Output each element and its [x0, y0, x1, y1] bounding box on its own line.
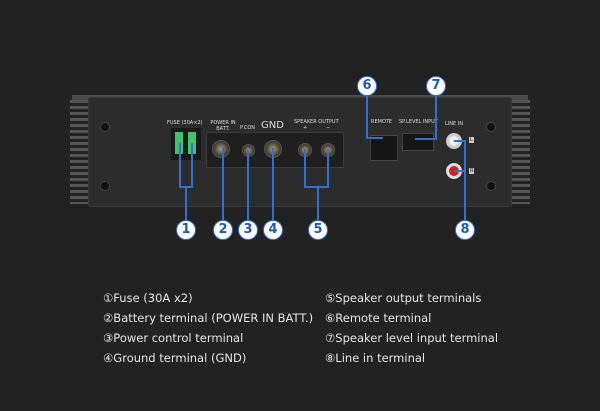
- callout-5: 5: [308, 220, 328, 240]
- leader-line: [464, 140, 466, 220]
- fuse-holder: [171, 128, 201, 160]
- leader-line: [185, 186, 187, 220]
- sp-level-connector: [402, 133, 434, 151]
- legend-item: ⑦Speaker level input terminal: [325, 331, 499, 345]
- leader-line: [366, 94, 368, 137]
- leader-line: [191, 143, 193, 186]
- leader-line: [304, 149, 306, 187]
- heatsink-fins-left: [70, 100, 88, 204]
- power-terminal: [212, 140, 230, 158]
- pcon-label: P.CON: [240, 125, 255, 131]
- legend-item: ⑥Remote terminal: [325, 311, 432, 325]
- r-label: R: [469, 168, 475, 174]
- leader-line: [222, 148, 224, 220]
- callout-8: 8: [455, 220, 475, 240]
- screw: [100, 181, 110, 191]
- fuse-label: FUSE (30A×2): [167, 120, 203, 126]
- legend-item: ⑤Speaker output terminals: [325, 291, 482, 305]
- leader-line: [317, 186, 319, 220]
- speaker-output-label: SPEAKER OUTPUT: [294, 119, 339, 125]
- callout-4: 4: [263, 220, 283, 240]
- power-label: POWER IN BATT.: [210, 120, 236, 132]
- l-label: L: [469, 137, 474, 143]
- heatsink-fins-right: [512, 100, 530, 204]
- legend-item: ②Battery terminal (POWER IN BATT.): [103, 311, 314, 325]
- plus-label: +: [303, 125, 308, 131]
- screw: [486, 181, 496, 191]
- callout-3: 3: [238, 220, 258, 240]
- leader-line: [454, 140, 465, 142]
- leader-line: [247, 150, 249, 220]
- legend-item: ⑧Line in terminal: [325, 351, 426, 365]
- leader-line: [415, 138, 437, 140]
- callout-1: 1: [176, 220, 196, 240]
- remote-label: REMOTE: [371, 119, 393, 125]
- legend-item: ①Fuse (30A x2): [103, 291, 193, 305]
- leader-line: [272, 148, 274, 220]
- remote-jack: [370, 135, 398, 161]
- callout-2: 2: [213, 220, 233, 240]
- screw: [100, 122, 110, 132]
- gnd-label: GND: [261, 120, 284, 131]
- leader-line: [179, 143, 181, 186]
- screw: [486, 122, 496, 132]
- legend-item: ③Power control terminal: [103, 331, 244, 345]
- leader-line: [454, 170, 465, 172]
- leader-line: [327, 149, 329, 187]
- sp-level-label: SP.LEVEL INPUT: [399, 119, 438, 125]
- line-in-label: LINE IN: [445, 121, 463, 127]
- leader-line: [435, 94, 437, 138]
- leader-line: [304, 186, 329, 188]
- callout-7: 7: [426, 76, 446, 96]
- callout-6: 6: [357, 76, 377, 96]
- leader-line: [366, 137, 383, 139]
- legend-item: ④Ground terminal (GND): [103, 351, 247, 365]
- pcon-terminal: [242, 144, 255, 157]
- minus-label: −: [326, 125, 331, 131]
